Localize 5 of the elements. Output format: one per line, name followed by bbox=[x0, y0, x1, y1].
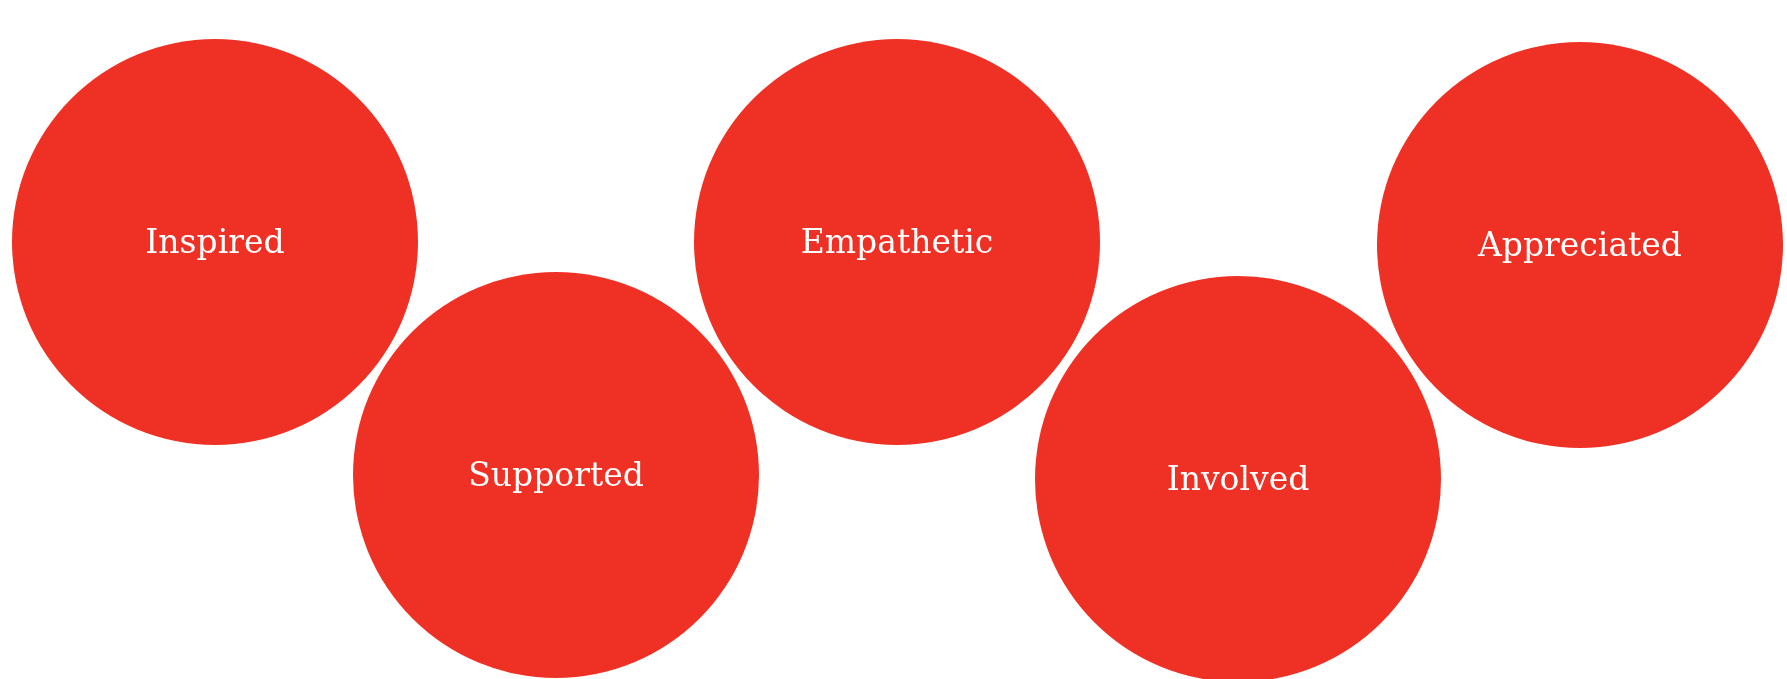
node-label: Empathetic bbox=[799, 221, 995, 263]
node-label: Supported bbox=[467, 454, 645, 496]
node-label: Involved bbox=[1165, 458, 1311, 500]
node-label: Appreciated bbox=[1476, 224, 1683, 266]
node-label: Inspired bbox=[144, 221, 286, 263]
